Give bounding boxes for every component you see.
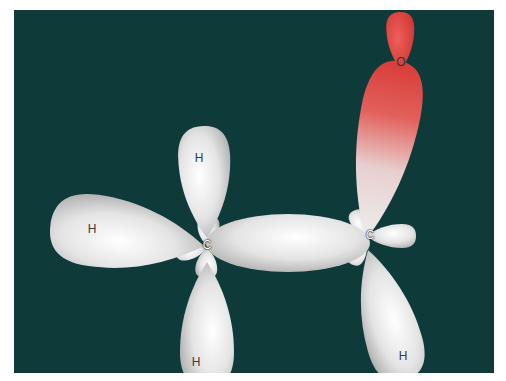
oxygen-lobe [386,12,415,70]
cc-bond [206,214,370,272]
orbitals [45,12,432,373]
atom-label: H [88,223,97,235]
atom-label: H [399,350,408,362]
atom-label: C [366,229,375,241]
atom-label: H [195,152,204,164]
ch-lobe [341,242,432,373]
atom-label: H [192,356,201,368]
co-lobe [337,56,431,246]
atom-label: O [396,56,405,68]
ch-lobe [177,125,233,239]
ch-lobe [180,262,234,373]
background-panel [14,10,494,373]
ch-lobe [45,189,209,282]
atom-label: C [203,239,212,251]
